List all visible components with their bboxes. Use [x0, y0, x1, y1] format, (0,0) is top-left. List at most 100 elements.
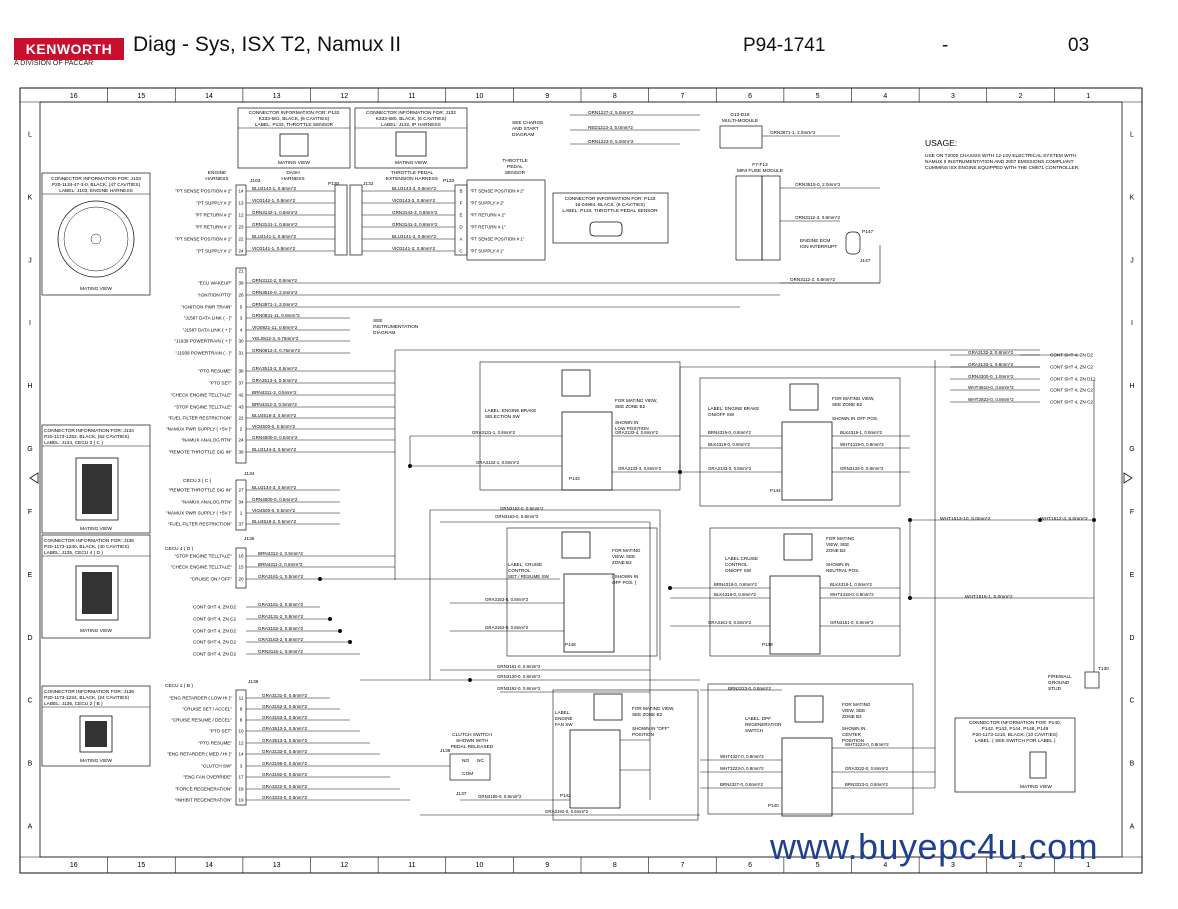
clutch-no: NO — [462, 758, 469, 764]
grid-col-bottom: 1 — [1086, 862, 1090, 869]
j135-info-line: LABEL: J135, CECU 4 ( D ) — [44, 550, 103, 556]
connector-box-p132: CONNECTOR INFORMATION FOR: P132 K333-581… — [237, 107, 351, 169]
usage-note: USAGE: USE ON T2000 CHASSIS WITH 12-13V … — [925, 138, 1080, 171]
cecu2-label: CECU 2 ( B ) — [165, 683, 193, 689]
j103-pin: 39 — [238, 281, 244, 286]
switch-position-note: ( SHOWN IN — [612, 574, 638, 579]
j103-signal: "PT RETURN # 2" — [195, 213, 232, 218]
p133-info-line: 16-04984, BLACK, (6 CAVITIES) — [575, 202, 645, 208]
switch-wire: GRN3161-0, 0.8mm*2 — [830, 620, 874, 625]
switch-wire: GRA3133-0, 0.8mm*2 — [708, 466, 752, 471]
switch-wire: GRA3161-0, 0.5mm*2 — [708, 620, 752, 625]
doc-number: P94-1741 — [743, 35, 826, 56]
p132-mating-view: MATING VIEW — [278, 160, 310, 166]
switch-position-note: CENTER — [842, 732, 862, 737]
grid-col-bottom: 13 — [273, 862, 281, 869]
j103-pin: 38 — [238, 369, 244, 374]
clutch-nc: NC — [477, 758, 484, 764]
j134-signal: "FUEL FILTER RESTRICTION" — [168, 522, 232, 527]
watermark: www.buyepc4u.com — [770, 826, 1099, 867]
switch-label: SWITCH — [745, 728, 763, 733]
grid-col-bottom: 11 — [408, 862, 415, 869]
j136-wire: GRA3133-0, 0.5mm*2 — [262, 749, 308, 754]
j134-wire: VIO4500-0, 0.5mm*2 — [252, 508, 296, 513]
p140-mating-view: MATING VIEW — [1020, 784, 1052, 790]
wht-wire-label: WHT1513-10, 5.0mm*2 — [940, 516, 991, 522]
j103-pin: 4 — [240, 328, 243, 333]
j103-info-line: CONNECTOR INFORMATION FOR: J103 — [51, 176, 141, 182]
switch-wire: BLK4318-0, 0.8mm*2 — [714, 592, 757, 597]
j136-mating-view: MATING VIEW — [80, 758, 112, 764]
p132-info-line: CONNECTOR INFORMATION FOR: P132 — [249, 110, 340, 116]
grid-col-top: 6 — [748, 93, 752, 100]
j136-signal: "CLUTCH SW" — [201, 764, 232, 769]
switch-wire: BRN4318-0, 0.8mm*2 — [714, 582, 758, 587]
j135-pin: 20 — [238, 577, 244, 582]
t130-id: T130 — [1098, 666, 1109, 672]
j103-wire: BRN4311-3, 0.5mm*2 — [252, 390, 297, 395]
j103-pin: 26 — [238, 293, 244, 298]
grid-col-top: 16 — [70, 93, 78, 100]
right-cont-ref: CONT SHT 4, ZN C2 — [1050, 388, 1093, 393]
j103-wire: ORN3510-0, 2.0mm*2 — [252, 290, 298, 295]
header: KENWORTH A DIVISION OF PACCAR Diag - Sys… — [0, 0, 1178, 80]
right-wire: ORN3971-1, 2.0mm*2 — [770, 130, 816, 135]
j134-wire: BLU4518-2, 0.5mm*2 — [252, 519, 297, 524]
j135-mating-view: MATING VIEW — [80, 628, 112, 634]
switch-label: SELECTION SW — [485, 414, 520, 419]
p133-pin-list: B"PT SENSE POSITION # 2"BLU3143-3, 0.8mm… — [392, 186, 525, 254]
continuation-ref: CONT SHT 4, ZN D2 — [193, 652, 236, 657]
throttle-sensor-label: SENSOR — [505, 170, 526, 176]
grid-row-left: A — [28, 824, 33, 831]
switch-frame-p149 — [709, 527, 901, 657]
grid-row-left: C — [27, 698, 32, 705]
usage-line: USE ON T2000 CHASSIS WITH 12-13V ELECTRI… — [925, 153, 1077, 159]
switch-wire: GRA3132-1, 0.8mm*2 — [476, 460, 520, 465]
continuation-ref: CONT SHT 4, ZN D2 — [193, 640, 236, 645]
p133-id: P133 — [443, 178, 455, 184]
j103-wire: VIO3142-1, 0.8mm*2 — [252, 198, 296, 203]
j103-pin: 30 — [238, 339, 244, 344]
right-wire: ORN3112-2, 0.8mm*2 — [790, 277, 836, 282]
grid-row-left: H — [27, 383, 32, 390]
switch-frame-p144 — [699, 377, 901, 507]
right-cont-ref: CONT SHT 4, ZN C2 — [1050, 400, 1093, 405]
switch-wire: BRN4327-0, 0.8mm*2 — [720, 782, 764, 787]
switch-position-note: LOW POSITION — [615, 426, 649, 431]
j136-pin: 8 — [240, 718, 243, 723]
grid-row-right: E — [1130, 572, 1135, 579]
switch-label: LABEL: CRUISE — [508, 562, 542, 567]
j103-signal: "ECU WAKEUP" — [198, 281, 232, 286]
connector-box-j103: CONNECTOR INFORMATION FOR: J103 P20-1134… — [41, 172, 151, 296]
right-wire: ORN3510-0, 2.0mm*2 — [795, 182, 841, 187]
switch-wire: WHT4327-0, 0.8mm*2 — [720, 754, 764, 759]
connector-box-p133: CONNECTOR INFORMATION FOR: P133 16-04984… — [552, 192, 669, 244]
switch-position-note: SHOWN IN — [826, 562, 849, 567]
j134-pin: 27 — [238, 488, 244, 493]
j103-signal: "FUEL FILTER RESTRICTION" — [168, 416, 232, 421]
clutch-com: COM — [462, 771, 473, 777]
grid-row-left: K — [28, 194, 33, 201]
j136-wire: GRA3513-2, 0.5mm*2 — [262, 726, 308, 731]
j136-wire: GRA3222-0, 0.5mm*2 — [262, 784, 308, 789]
j103-wire: VIO3141-1, 0.8mm*2 — [252, 246, 296, 251]
j103-wire: GRN3142-1, 0.8mm*2 — [252, 210, 298, 215]
right-wire: ORN3112-3, 0.8mm*2 — [795, 215, 841, 220]
grid-col-bottom: 12 — [340, 862, 348, 869]
continuation-wire: GRA3131-2, 0.8mm*2 — [258, 614, 304, 619]
switch-wire: GRA3133-4, 0.8mm*2 — [615, 430, 659, 435]
brand-subtitle: A DIVISION OF PACCAR — [14, 60, 94, 67]
switch-mating-note: FOR MATING VIEW, — [632, 706, 675, 711]
grid-col-top: 4 — [883, 93, 887, 100]
j132-id: J132 — [363, 181, 374, 187]
right-cont-wire: WHT4810-0, 0.8mm*2 — [968, 385, 1014, 390]
j135-info-line: P20-1173-1240, BLACK, (40 CAVITIES) — [44, 544, 130, 550]
j147-id: J147 — [860, 258, 871, 264]
j132-mating-view: MATING VIEW — [395, 160, 427, 166]
clutch-label: CLUTCH SWITCH — [452, 732, 492, 738]
grid-col-bottom: 8 — [613, 862, 617, 869]
j103-pin: 3 — [240, 316, 243, 321]
